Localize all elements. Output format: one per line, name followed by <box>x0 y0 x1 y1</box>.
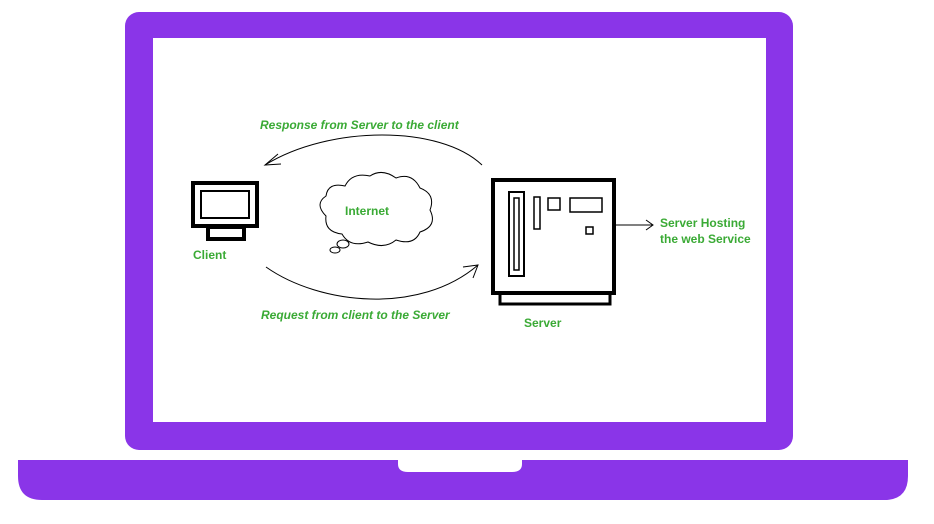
request-arrowhead <box>462 264 479 279</box>
client-label: Client <box>193 248 227 262</box>
laptop-base <box>18 460 908 500</box>
hosting-label-line2: the web Service <box>660 232 751 246</box>
laptop-base-notch <box>398 460 522 472</box>
response-arrow <box>264 134 483 166</box>
laptop-screen <box>153 38 766 422</box>
internet-label: Internet <box>345 204 390 218</box>
internet-cloud-icon <box>319 172 433 254</box>
request-label: Request from client to the Server <box>261 308 450 322</box>
request-arrow <box>265 264 479 300</box>
hosting-label-line1: Server Hosting <box>660 216 746 230</box>
hosting-arrowhead <box>645 219 654 231</box>
response-label: Response from Server to the client <box>260 118 459 132</box>
client-computer-icon <box>191 181 259 241</box>
response-arrowhead <box>263 153 282 166</box>
server-icon <box>491 178 616 306</box>
server-label: Server <box>524 316 562 330</box>
